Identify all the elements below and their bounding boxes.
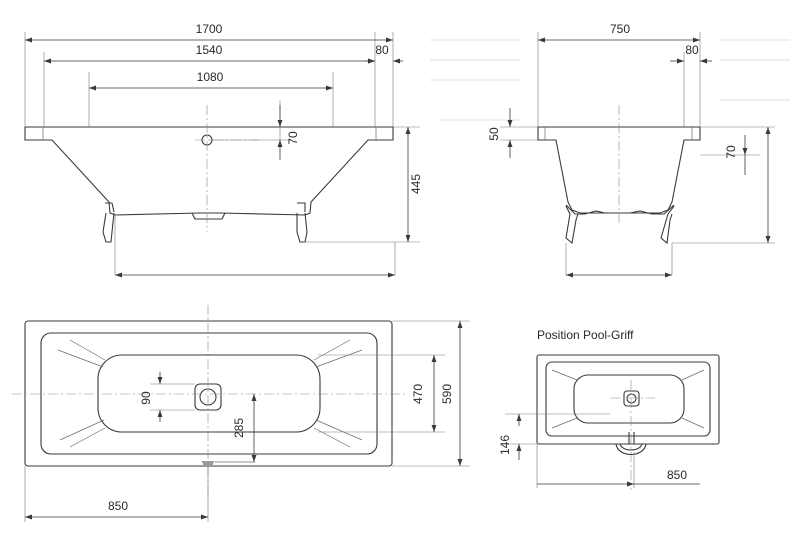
dim-inner-width-top: 470 <box>411 384 425 404</box>
pool-handle-drain-square <box>623 390 640 407</box>
dim-foot-offset: 70 <box>724 145 738 159</box>
front-view-outline <box>24 126 394 216</box>
pool-handle-extension-lines <box>505 413 635 488</box>
pool-handle-corner-lines <box>551 369 705 429</box>
dim-rim-width-side: 80 <box>685 43 699 57</box>
pool-handle-grip-bar <box>628 432 635 444</box>
top-view: 90 285 470 590 850 <box>12 305 470 522</box>
side-view-inner-rim <box>544 127 693 140</box>
front-view: 1700 1540 80 1080 70 445 <box>24 22 423 278</box>
dim-height: 445 <box>409 174 423 194</box>
top-view-bottom-plate <box>97 354 321 433</box>
background-ghost-lines <box>430 39 790 121</box>
dim-overall-width-side: 750 <box>610 22 630 36</box>
pool-handle-drain-circle <box>626 393 637 404</box>
front-view-inner-rim <box>42 127 377 140</box>
side-view-outline <box>537 126 701 214</box>
pool-handle-grip <box>615 443 647 456</box>
top-view-outer-rim <box>24 320 393 467</box>
side-view-frame <box>565 204 675 215</box>
dim-handle-position: 850 <box>667 468 687 482</box>
front-view-drain-bump <box>191 212 226 220</box>
side-view-extension-lines <box>500 32 775 275</box>
dim-rim-width-front: 80 <box>375 43 389 57</box>
dim-overall-width-top: 590 <box>440 384 454 404</box>
top-view-corner-lines <box>57 339 363 448</box>
dim-drain-size: 90 <box>139 391 153 405</box>
side-view-foot-right <box>660 205 675 245</box>
dim-drain-offset: 70 <box>286 131 300 145</box>
top-view-extension-lines <box>24 320 470 522</box>
pool-handle-bottom-plate <box>573 374 685 424</box>
side-view: 750 80 50 70 <box>487 22 775 278</box>
top-view-inner-basin <box>40 332 378 455</box>
dim-overall-length: 1700 <box>196 22 223 36</box>
front-view-extension-lines <box>24 32 420 275</box>
dim-handle-offset: 146 <box>498 435 512 455</box>
pool-handle-caption: Position Pool-Griff <box>537 328 634 342</box>
front-view-foot-right <box>296 202 308 243</box>
pool-handle-outer-rim <box>536 354 720 445</box>
pool-handle-view: Position Pool-Griff 146 850 <box>498 328 720 490</box>
pool-handle-inner-basin <box>545 361 711 437</box>
dim-bottom-length: 1080 <box>197 70 224 84</box>
dim-rim-height: 50 <box>487 127 501 141</box>
dim-inner-length: 1540 <box>196 43 223 57</box>
dim-drain-position-top: 850 <box>108 499 128 513</box>
front-view-foot-left <box>102 202 115 243</box>
side-view-foot-left <box>565 205 579 245</box>
dim-drain-to-edge: 285 <box>232 418 246 438</box>
